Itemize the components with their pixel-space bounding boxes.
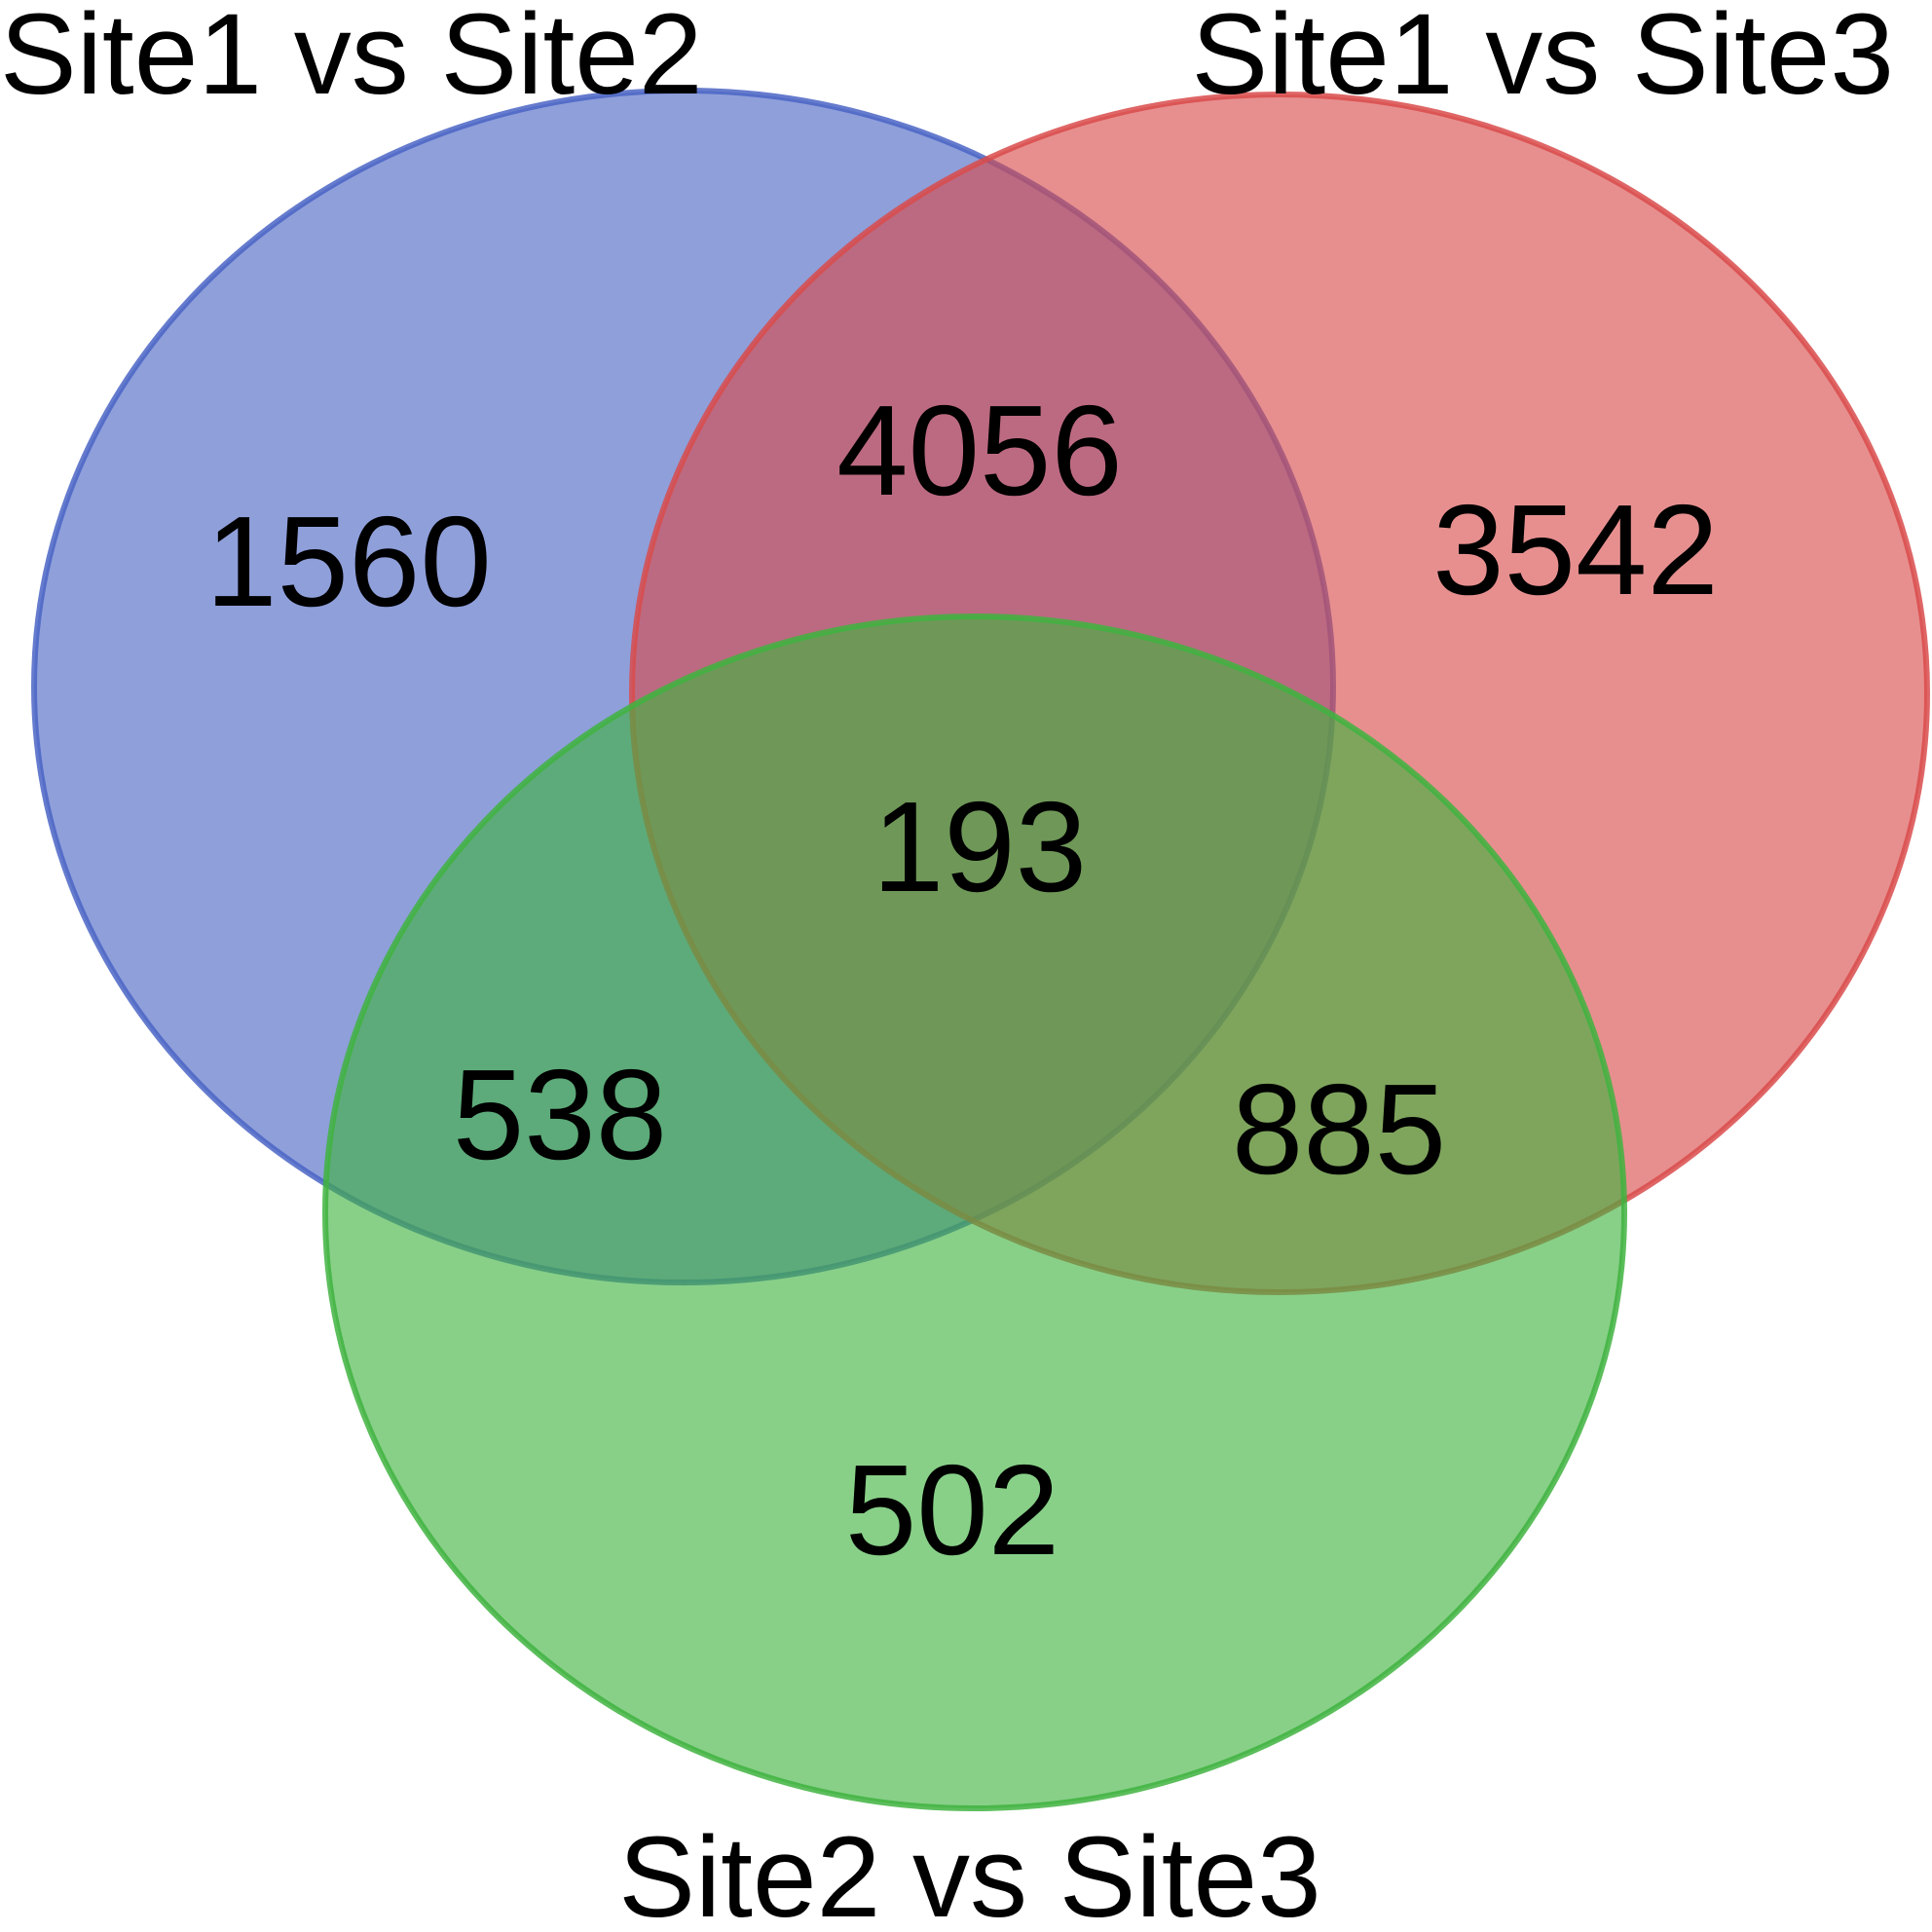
count-site2-vs-site3-only: 502 xyxy=(845,1438,1059,1581)
count-intersection-bc: 885 xyxy=(1232,1058,1446,1201)
count-site1-vs-site3-only: 3542 xyxy=(1432,478,1719,621)
count-site1-vs-site2-only: 1560 xyxy=(205,490,492,633)
set-circle-site2-vs-site3 xyxy=(322,613,1627,1811)
set-label-site2-vs-site3: Site2 vs Site3 xyxy=(618,1813,1320,1932)
count-intersection-abc: 193 xyxy=(873,775,1087,918)
count-intersection-ab: 4056 xyxy=(836,379,1123,522)
count-intersection-ac: 538 xyxy=(453,1043,667,1186)
set-label-site1-vs-site2: Site1 vs Site2 xyxy=(0,0,702,119)
set-label-site1-vs-site3: Site1 vs Site3 xyxy=(1192,0,1894,119)
